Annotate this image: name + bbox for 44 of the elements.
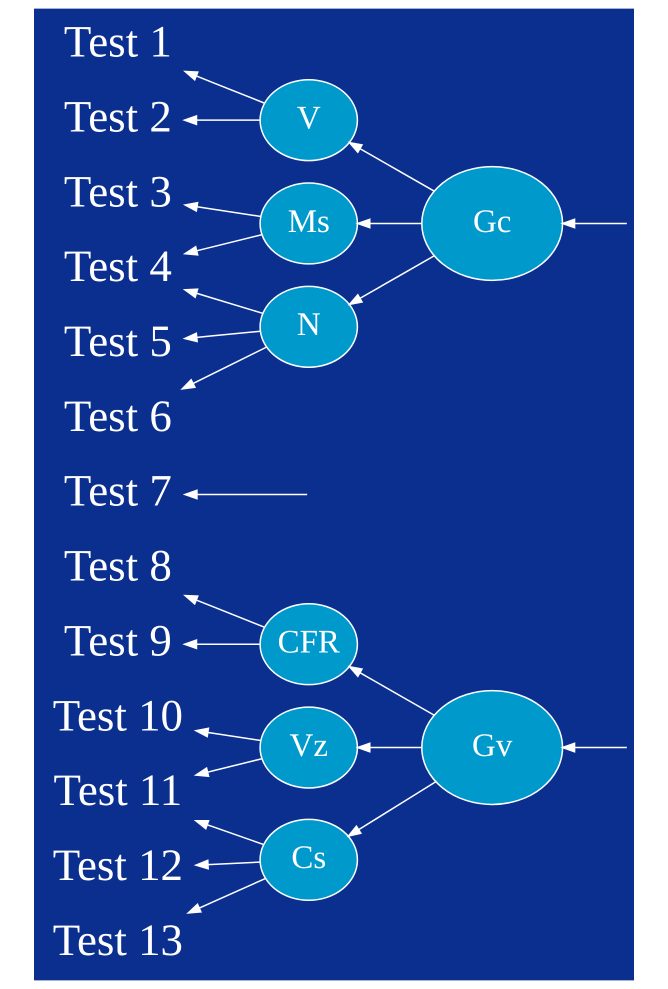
arrow <box>346 781 436 838</box>
arrow <box>182 330 260 343</box>
node-text: Test 9 <box>64 615 172 666</box>
arrow <box>182 202 261 218</box>
node-text: Test 1 <box>64 16 172 67</box>
node-ellipse: V <box>259 79 358 162</box>
arrow <box>183 594 264 628</box>
node-ellipse: CFR <box>259 603 358 686</box>
arrow <box>348 142 434 192</box>
arrow <box>182 638 260 650</box>
node-text: Test 7 <box>64 466 172 516</box>
node-text: Test 4 <box>64 241 172 292</box>
node-ellipse: Vz <box>259 706 358 789</box>
node-ellipse: Gv <box>421 690 564 806</box>
arrow <box>194 859 260 870</box>
arrow <box>348 666 434 716</box>
arrow <box>560 742 627 753</box>
arrow <box>182 114 260 126</box>
node-text: Test 5 <box>64 316 172 366</box>
node-text: Test 2 <box>64 91 172 142</box>
arrow <box>194 727 261 742</box>
node-text: Test 3 <box>64 166 172 216</box>
node-text: Test 11 <box>54 765 182 816</box>
arrow <box>194 820 264 846</box>
node-ellipse: N <box>259 286 358 368</box>
arrow <box>348 255 434 306</box>
node-text: Test 12 <box>52 840 184 890</box>
arrow <box>356 742 422 753</box>
node-ellipse: Gc <box>421 166 564 282</box>
arrow <box>180 346 267 390</box>
node-text: Test 13 <box>52 914 184 965</box>
arrow <box>186 878 266 914</box>
arrow <box>183 70 264 104</box>
arrow <box>194 758 262 778</box>
arrow <box>182 288 263 314</box>
node-text: Test 8 <box>64 540 172 591</box>
node-text: Test 10 <box>52 690 184 740</box>
arrow <box>356 218 422 229</box>
node-ellipse: Cs <box>259 818 358 902</box>
node-text: Test 6 <box>64 390 172 441</box>
arrow <box>182 489 308 500</box>
arrow <box>560 218 627 229</box>
arrow <box>182 234 262 256</box>
node-ellipse: Ms <box>259 182 358 265</box>
